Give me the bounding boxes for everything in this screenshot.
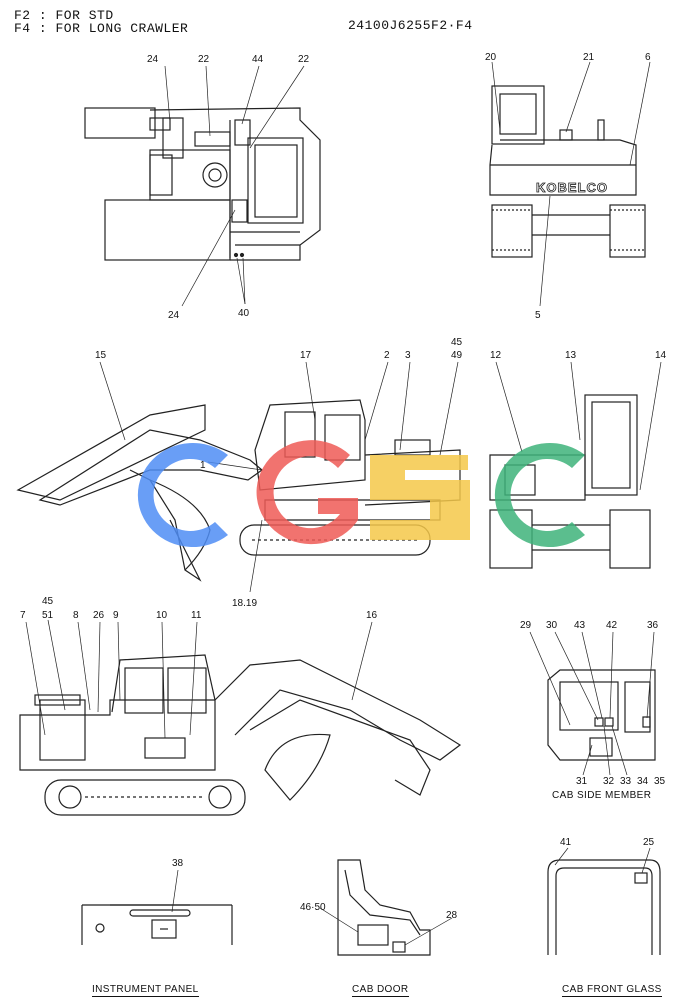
callout-right-3: 7	[20, 610, 26, 621]
callout-left-7: 1	[200, 460, 206, 471]
callout-top-2: 22	[198, 54, 210, 65]
callout-left-8: 18.19	[232, 598, 257, 609]
callout-front-1: 12	[490, 350, 502, 361]
callout-csm-8: 33	[620, 776, 632, 787]
callout-csm-5: 36	[647, 620, 659, 631]
rear-view-drawing	[489, 85, 646, 258]
callout-top-5: 24	[168, 310, 180, 321]
watermark-letter-1: G	[0, 0, 1, 1]
callout-left-1: 15	[95, 350, 107, 361]
callout-top-6: 40	[238, 308, 250, 319]
callout-csm-9: 34	[637, 776, 649, 787]
watermark-letter-3: C	[0, 0, 1, 1]
callout-right-5: 26	[93, 610, 105, 621]
callout-right-1: 45	[42, 596, 54, 607]
instrument-panel-leaders	[171, 869, 179, 913]
callout-csm-3: 43	[574, 620, 586, 631]
watermark-letter-shape-1	[256, 440, 358, 545]
front-view-leaders	[495, 361, 662, 491]
watermark-letter-shape-2	[370, 455, 470, 540]
callout-csm-1: 29	[520, 620, 532, 631]
callout-top-4: 22	[298, 54, 310, 65]
header-line-1: F2 : FOR STD	[14, 8, 114, 23]
cab-front-glass-leaders	[554, 847, 651, 874]
callout-right-9: 16	[366, 610, 378, 621]
callout-csm-4: 42	[606, 620, 618, 631]
part-number: 24100J6255F2·F4	[348, 18, 473, 33]
callout-top-1: 24	[147, 54, 159, 65]
callout-rear-2: 21	[583, 52, 595, 63]
callout-rear-1: 20	[485, 52, 497, 63]
watermark-text: C G S C	[0, 0, 1, 1]
callout-top-3: 44	[252, 54, 264, 65]
right-side-leaders	[25, 619, 373, 739]
callout-right-7: 10	[156, 610, 168, 621]
callout-right-6: 9	[113, 610, 119, 621]
callout-rear-4: 5	[535, 310, 541, 321]
callout-left-6: 49	[451, 350, 463, 361]
callout-csm-7: 32	[603, 776, 615, 787]
callout-left-5: 45	[451, 337, 463, 348]
callout-door-1: 46·50	[300, 902, 326, 913]
cab-side-member-leaders	[529, 631, 655, 776]
callout-door-2: 28	[446, 910, 458, 921]
instrument-panel-drawing	[81, 904, 233, 945]
watermark-letter-shape-3	[494, 443, 585, 547]
cab-front-glass-drawing	[547, 859, 661, 955]
callout-rear-3: 6	[645, 52, 651, 63]
callout-csm-2: 30	[546, 620, 558, 631]
callout-right-8: 11	[191, 610, 202, 621]
watermark	[137, 440, 585, 547]
caption-cab-front-glass: CAB FRONT GLASS	[562, 984, 662, 997]
callout-labels: 24 22 44 22 24 40 20 21 6 5 15 17 2 3 45…	[20, 52, 667, 921]
callout-left-4: 3	[405, 350, 411, 361]
callout-front-2: 13	[565, 350, 577, 361]
watermark-letter-2: S	[0, 0, 1, 1]
callout-cfg-2: 25	[643, 837, 655, 848]
top-view-leaders	[164, 65, 305, 307]
cab-door-leaders	[319, 907, 453, 946]
callout-cfg-1: 41	[560, 837, 572, 848]
watermark-letter-shape-0	[137, 443, 228, 547]
caption-instrument-panel: INSTRUMENT PANEL	[92, 984, 199, 997]
callout-left-3: 2	[384, 350, 390, 361]
callout-right-2: 51	[42, 610, 54, 621]
cab-side-member-drawing	[547, 669, 656, 761]
watermark-letter-0: C	[0, 0, 1, 1]
callout-ip-1: 38	[172, 858, 184, 869]
caption-cab-side-member: CAB SIDE MEMBER	[552, 790, 652, 801]
cab-door-drawing	[337, 859, 431, 956]
callout-right-4: 8	[73, 610, 79, 621]
caption-cab-door: CAB DOOR	[352, 984, 409, 997]
header-line-2: F4 : FOR LONG CRAWLER	[14, 21, 189, 36]
callout-csm-6: 31	[576, 776, 588, 787]
callout-csm-10: 35	[654, 776, 666, 787]
top-view-drawing	[84, 107, 321, 261]
callout-left-2: 17	[300, 350, 312, 361]
callout-front-3: 14	[655, 350, 667, 361]
left-side-leaders	[99, 361, 459, 593]
right-side-drawing	[19, 654, 462, 816]
rear-view-brand: KOBELCO	[536, 180, 608, 195]
rear-view-leaders	[491, 61, 651, 307]
